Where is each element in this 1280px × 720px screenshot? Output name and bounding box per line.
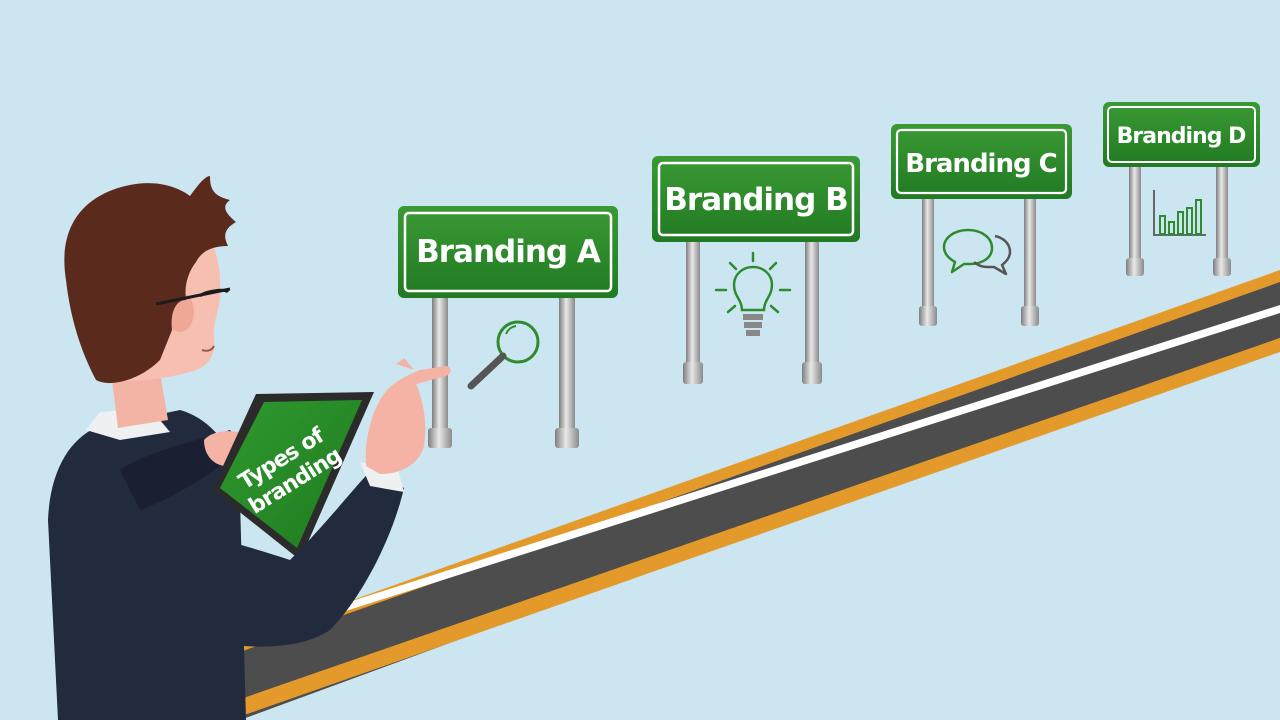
sign-branding-a: Branding A — [398, 206, 618, 448]
sign-b-right-pole — [805, 236, 819, 366]
right-hand — [365, 366, 451, 474]
sign-c-board — [891, 124, 1072, 199]
tablet: Types of branding — [212, 392, 374, 560]
chat-bubbles-icon — [942, 228, 1012, 276]
tablet-screen — [220, 400, 362, 548]
neck — [112, 372, 168, 428]
sign-c-label: Branding C — [905, 149, 1056, 179]
sign-c-right-pole — [1024, 194, 1036, 310]
sign-b-board — [652, 156, 860, 242]
magnifying-glass-icon — [467, 320, 540, 390]
right-arm — [118, 470, 404, 647]
road-center-line — [330, 305, 1280, 616]
sign-d-label: Branding D — [1117, 124, 1246, 149]
sign-d-right-pole — [1216, 162, 1228, 262]
mouth — [201, 345, 215, 352]
sign-b-border — [657, 161, 855, 237]
sign-d-board — [1103, 102, 1260, 167]
sign-a-left-pole-base — [428, 428, 452, 448]
sign-b-left-pole — [686, 236, 700, 366]
sign-a-board — [398, 206, 618, 298]
road — [180, 270, 1280, 720]
sign-b-right-pole-base — [802, 362, 822, 384]
sign-c-border — [895, 128, 1068, 195]
sign-c-left-pole — [922, 194, 934, 310]
sign-branding-d: Branding D — [1103, 102, 1260, 276]
sign-a-left-pole — [432, 292, 448, 432]
businessman: Types of branding — [48, 176, 451, 720]
sign-a-label: Branding A — [416, 234, 601, 270]
sign-d-left-pole-base — [1126, 258, 1144, 276]
pointing-finger — [396, 358, 414, 370]
sign-c-left-pole-base — [919, 306, 937, 326]
sign-d-right-pole-base — [1213, 258, 1231, 276]
sign-d-left-pole — [1129, 162, 1141, 262]
sign-branding-b: Branding B — [652, 156, 860, 384]
sign-a-right-pole-base — [555, 428, 579, 448]
lightbulb-icon — [714, 251, 792, 336]
sign-a-border — [403, 211, 613, 293]
hair — [64, 176, 236, 384]
sign-a-right-pole — [559, 292, 575, 432]
glasses — [155, 287, 231, 306]
sign-c-right-pole-base — [1021, 306, 1039, 326]
sign-b-label: Branding B — [664, 182, 847, 218]
bar-chart-icon — [1153, 190, 1206, 236]
sign-branding-c: Branding C — [891, 124, 1072, 326]
sign-d-border — [1107, 106, 1256, 163]
sign-b-left-pole-base — [683, 362, 703, 384]
road-edge-lower — [180, 338, 1280, 720]
